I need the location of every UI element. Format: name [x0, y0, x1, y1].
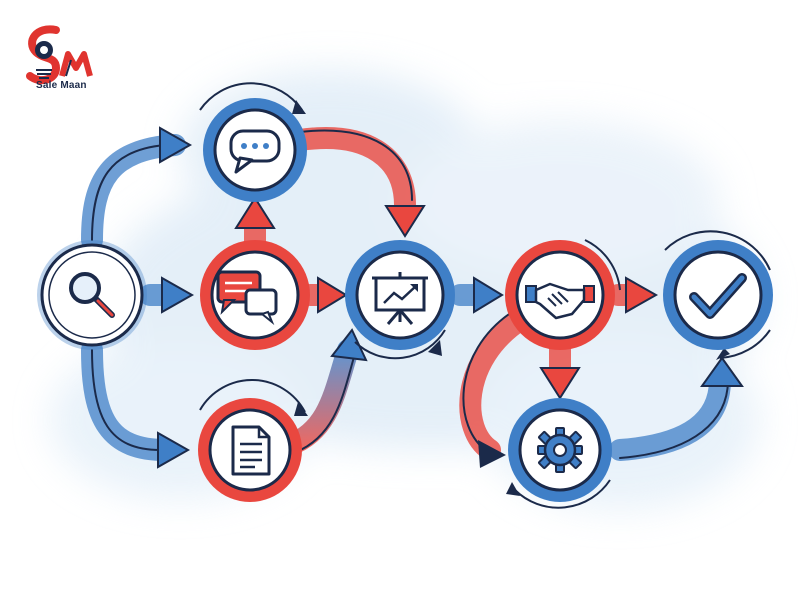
connector-discuss-to-present	[299, 276, 348, 314]
connector-handshake-curve-to-settings	[459, 309, 531, 468]
node-chat	[199, 82, 307, 202]
connector-settings-to-done	[609, 356, 744, 461]
node-discuss	[200, 240, 310, 350]
node-done	[663, 230, 773, 360]
node-present	[345, 240, 455, 360]
conversation-icon	[216, 270, 278, 326]
magnifier-icon	[69, 272, 115, 318]
connector-handshake-to-done	[607, 276, 659, 314]
node-handshake	[505, 239, 621, 350]
sale-maan-logo	[26, 25, 93, 85]
document-icon	[231, 425, 271, 476]
presentation-board-icon	[372, 272, 428, 325]
node-search	[37, 240, 147, 350]
gear-icon	[537, 427, 583, 473]
node-document	[198, 379, 308, 502]
connector-search-to-discuss	[139, 276, 195, 314]
checkmark-icon	[689, 273, 747, 319]
chat-bubble-icon	[229, 129, 281, 174]
connector-handshake-down-to-settings	[539, 339, 581, 400]
node-settings	[506, 398, 612, 509]
connector-search-to-chat	[81, 126, 193, 251]
connector-chat-to-present	[289, 127, 426, 238]
connector-present-to-handshake	[449, 276, 504, 314]
handshake-icon	[525, 282, 595, 320]
logo-text: Sale Maan	[36, 80, 87, 91]
connector-search-to-document	[81, 339, 191, 469]
connector-document-to-present	[279, 328, 368, 456]
flow-connectors	[81, 126, 744, 469]
